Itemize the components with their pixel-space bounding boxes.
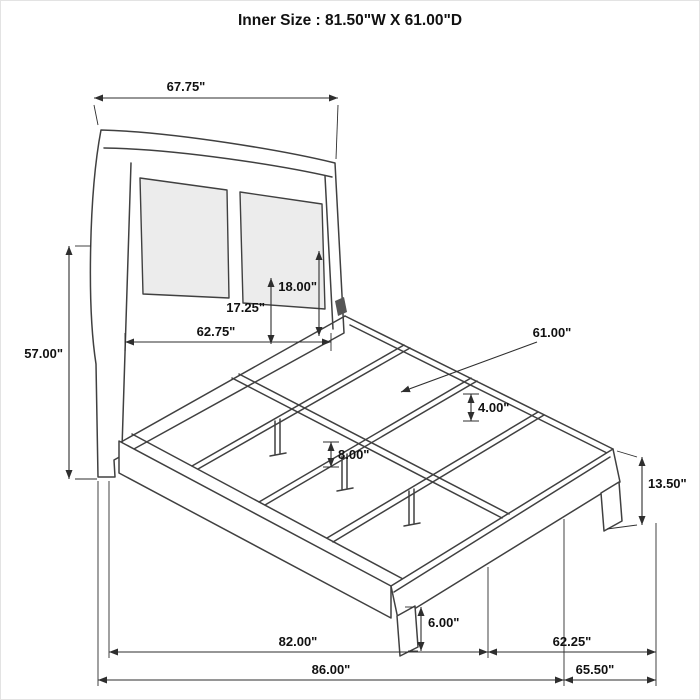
left-rail-inner-edge	[131, 433, 404, 580]
dim-label-headboard-height: 57.00"	[24, 346, 63, 361]
right-rail-outer-edge	[344, 315, 614, 450]
dim-label-footboard-inner-width: 62.25"	[553, 634, 592, 649]
slat	[326, 411, 545, 543]
headboard-panel-right	[239, 191, 326, 310]
dim-label-overall-length: 86.00"	[312, 662, 351, 677]
extension-line	[93, 104, 99, 126]
center-support-leg	[336, 453, 354, 492]
dim-label-inner-width: 61.00"	[533, 325, 572, 340]
dim-label-headboard-width: 67.75"	[167, 79, 206, 94]
footboard-leg-right	[600, 481, 623, 532]
headboard-panel-left	[139, 177, 230, 299]
dim-label-panel-height: 18.00"	[278, 279, 317, 294]
center-support-rail	[231, 373, 510, 519]
headboard-right-stile-line	[324, 175, 334, 330]
footboard-face	[390, 448, 621, 620]
center-support-leg	[269, 418, 287, 457]
footboard-leg-left	[396, 605, 419, 657]
dim-label-headboard-inner-width: 62.75"	[197, 324, 236, 339]
extension-line	[606, 524, 638, 530]
diagram-title: Inner Size : 81.50"W X 61.00"D	[238, 12, 462, 29]
leader-line-inner-width	[400, 341, 538, 393]
slat	[191, 344, 411, 470]
bed-drawing	[89, 129, 623, 657]
extension-line	[335, 104, 339, 160]
left-rail-side-face	[118, 440, 392, 619]
dimension-annotations: 67.75" 57.00" 18.00" 17.25" 62.75" 61.00…	[24, 79, 687, 686]
footboard-top-line	[393, 456, 611, 593]
slat	[258, 377, 478, 506]
right-rail-inner-edge	[349, 324, 608, 454]
dim-label-overall-width: 65.50"	[576, 662, 615, 677]
headboard-left-stile-line	[121, 162, 132, 449]
extension-line	[616, 450, 638, 458]
dim-label-slat-gap: 4.00"	[478, 400, 509, 415]
dim-label-slat-width: 8.00"	[338, 447, 369, 462]
dim-label-inner-length: 82.00"	[279, 634, 318, 649]
dim-label-foot-leg-height: 6.00"	[428, 615, 459, 630]
headboard-crest-line	[103, 147, 333, 178]
center-support-leg	[403, 488, 421, 527]
dim-label-rail-height: 13.50"	[648, 476, 687, 491]
dim-label-panel-lower-height: 17.25"	[226, 300, 265, 315]
rail-bracket	[335, 297, 347, 316]
